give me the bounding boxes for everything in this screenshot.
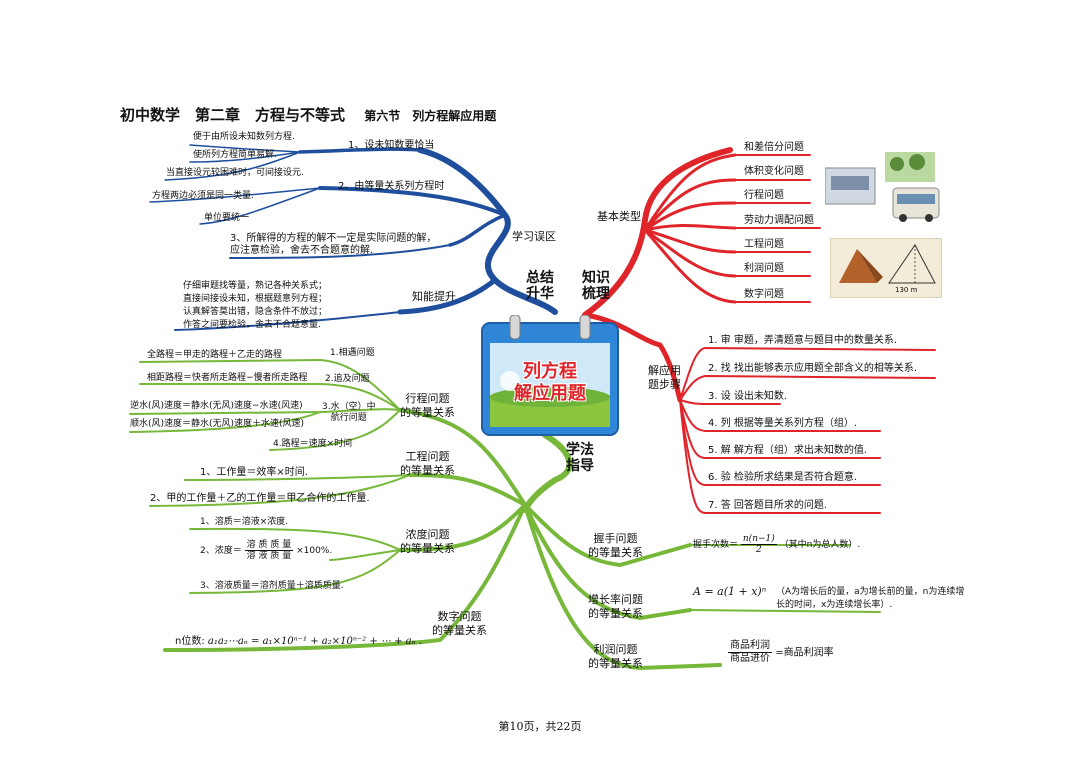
branch-knowledge: 知识 梳理 <box>582 270 610 302</box>
travel-chase: 2.追及问题 <box>325 374 370 385</box>
digits-formula-prefix: n位数: <box>175 636 205 647</box>
page-number: 第10页，共22页 <box>0 718 1080 734</box>
pyramid-diagram: 130 m <box>830 238 942 298</box>
growth-note: （A为增长后的量，a为增长前的量，n为连续增 长的时间，x为连续增长率）. <box>776 586 964 612</box>
work-item-1: 1、工作量＝效率×时间. <box>200 467 308 478</box>
ability-line-1: 仔细审题找等量，熟记各种关系式； <box>183 281 327 292</box>
step-6: 6. 验 检验所求结果是否符合题意. <box>708 472 857 483</box>
basic-type-2: 体积变化问题 <box>744 166 804 177</box>
travel-wind-note-b: 顺水(风)速度＝静水(无风)速度＋水速(风速) <box>130 419 304 430</box>
profit-suffix: =商品利润率 <box>775 648 833 659</box>
concentration-item-2-prefix: 2、浓度＝ <box>200 546 242 556</box>
travel-wind: 3.水（空）中 航行问题 <box>322 402 376 424</box>
handshake-prefix: 握手次数＝ <box>693 540 738 550</box>
travel-photo-icon <box>825 150 940 225</box>
misconception-2-note-2: 单位要统一 <box>204 213 249 224</box>
handshake-fraction: n(n−1) 2 <box>741 534 777 555</box>
travel-meet-note: 全路程＝甲走的路程＋乙走的路程 <box>147 350 282 361</box>
concentration-item-3: 3、溶液质量＝溶剂质量＋溶质质量. <box>200 581 344 592</box>
pyramid-dimension: 130 m <box>895 285 917 296</box>
steps-label: 解应用 题步骤 <box>648 364 681 392</box>
growth-label: 增长率问题 的等量关系 <box>588 593 643 621</box>
profit-label: 利润问题 的等量关系 <box>588 643 643 671</box>
basic-type-7: 数字问题 <box>744 289 784 300</box>
travel-photos <box>825 150 940 225</box>
page-title: 初中数学 第二章 方程与不等式 第六节 列方程解应用题 <box>120 104 496 125</box>
misconception-1-note-3: 当直接设元较困难时，可间接设元. <box>166 168 304 179</box>
misconception-2: 2、由等量关系列方程时 <box>338 181 444 192</box>
misconceptions-label: 学习误区 <box>512 230 556 244</box>
profit-fraction: 商品利润 商品进价 <box>728 640 772 665</box>
handshake-denominator: 2 <box>741 545 777 555</box>
misconception-1-note-1: 便于由所设未知数列方程. <box>193 132 295 143</box>
profit-formula: 商品利润 商品进价 =商品利润率 <box>728 640 834 665</box>
travel-label: 行程问题 的等量关系 <box>400 392 455 420</box>
handshake-numerator: n(n−1) <box>741 534 777 545</box>
basic-type-5: 工程问题 <box>744 239 784 250</box>
basic-type-3: 行程问题 <box>744 190 784 201</box>
growth-formula: A = a(1 + x)ⁿ <box>693 586 766 597</box>
work-item-2: 2、甲的工作量＋乙的工作量＝甲乙合作的工作量. <box>150 493 370 504</box>
concentration-denominator: 溶 液 质 量 <box>245 551 294 561</box>
ability-line-2: 直接间接设未知，根据题意列方程； <box>183 294 327 305</box>
step-4: 4. 列 根据等量关系列方程（组）. <box>708 418 857 429</box>
handshake-formula: 握手次数＝ n(n−1) 2 （其中n为总人数）. <box>693 534 860 555</box>
concentration-item-2: 2、浓度＝ 溶 质 质 量 溶 液 质 量 ×100%. <box>200 540 332 561</box>
digits-formula: n位数: a₁a₂⋯aₙ = a₁×10ⁿ⁻¹ + a₂×10ⁿ⁻² + ⋯ +… <box>175 636 422 647</box>
profit-numerator: 商品利润 <box>728 640 772 653</box>
concentration-label: 浓度问题 的等量关系 <box>400 528 455 556</box>
branch-summary: 总结 升华 <box>526 270 554 302</box>
center-title-line2: 解应用题 <box>480 383 620 405</box>
basic-type-4: 劳动力调配问题 <box>744 215 814 226</box>
center-calendar: 列方程 解应用题 <box>480 315 620 437</box>
ability-label: 知能提升 <box>412 290 456 304</box>
concentration-fraction: 溶 质 质 量 溶 液 质 量 <box>245 540 294 561</box>
travel-basic: 4.路程＝速度×时间 <box>273 439 352 450</box>
basic-type-6: 利润问题 <box>744 263 784 274</box>
travel-wind-note-a: 逆水(风)速度＝静水(无风)速度−水速(风速) <box>130 401 303 412</box>
handshake-suffix: （其中n为总人数）. <box>780 540 861 550</box>
ability-line-4: 作答之间要检验，舍去不合题意量. <box>183 320 321 331</box>
misconception-1-note-2: 使所列方程简单易解. <box>193 150 277 161</box>
misconception-2-note-1: 方程两边必须是同一类量. <box>152 191 254 202</box>
step-7: 7. 答 回答题目所求的问题. <box>708 500 827 511</box>
basic-type-1: 和差倍分问题 <box>744 142 804 153</box>
profit-denominator: 商品进价 <box>728 653 772 665</box>
handshake-label: 握手问题 的等量关系 <box>588 532 643 560</box>
step-2: 2. 找 找出能够表示应用题全部含义的相等关系. <box>708 363 917 374</box>
step-5: 5. 解 解方程（组）求出未知数的值. <box>708 445 867 456</box>
green-main-branch <box>525 435 569 510</box>
pyramid-icon <box>831 239 941 297</box>
chapter-title: 初中数学 第二章 方程与不等式 <box>120 106 345 124</box>
digits-formula-body: a₁a₂⋯aₙ = a₁×10ⁿ⁻¹ + a₂×10ⁿ⁻² + ⋯ + aₙ . <box>208 636 422 647</box>
branch-guidance: 学法 指导 <box>566 442 594 474</box>
center-title-line1: 列方程 <box>480 361 620 383</box>
work-label: 工程问题 的等量关系 <box>400 450 455 478</box>
travel-meet: 1.相遇问题 <box>330 348 375 359</box>
misconception-1: 1、设未知数要恰当 <box>348 140 434 151</box>
basic-types-label: 基本类型 <box>597 210 641 224</box>
center-title: 列方程 解应用题 <box>480 361 620 405</box>
concentration-item-1: 1、溶质＝溶液×浓度. <box>200 517 288 528</box>
concentration-item-2-suffix: ×100%. <box>296 546 332 556</box>
step-3: 3. 设 设出未知数. <box>708 391 787 402</box>
travel-chase-note: 相距路程＝快者所走路程−慢者所走路程 <box>147 373 308 384</box>
digits-label: 数字问题 的等量关系 <box>432 610 487 638</box>
step-1: 1. 审 审题，弄清题意与题目中的数量关系. <box>708 335 897 346</box>
section-title: 第六节 列方程解应用题 <box>364 109 496 123</box>
misconception-3: 3、所解得的方程的解不一定是实际问题的解， 应注意检验，舍去不合题意的解. <box>230 233 436 257</box>
ability-line-3: 认真解答莫出错，隐含条件不放过； <box>183 307 327 318</box>
concentration-numerator: 溶 质 质 量 <box>245 540 294 551</box>
